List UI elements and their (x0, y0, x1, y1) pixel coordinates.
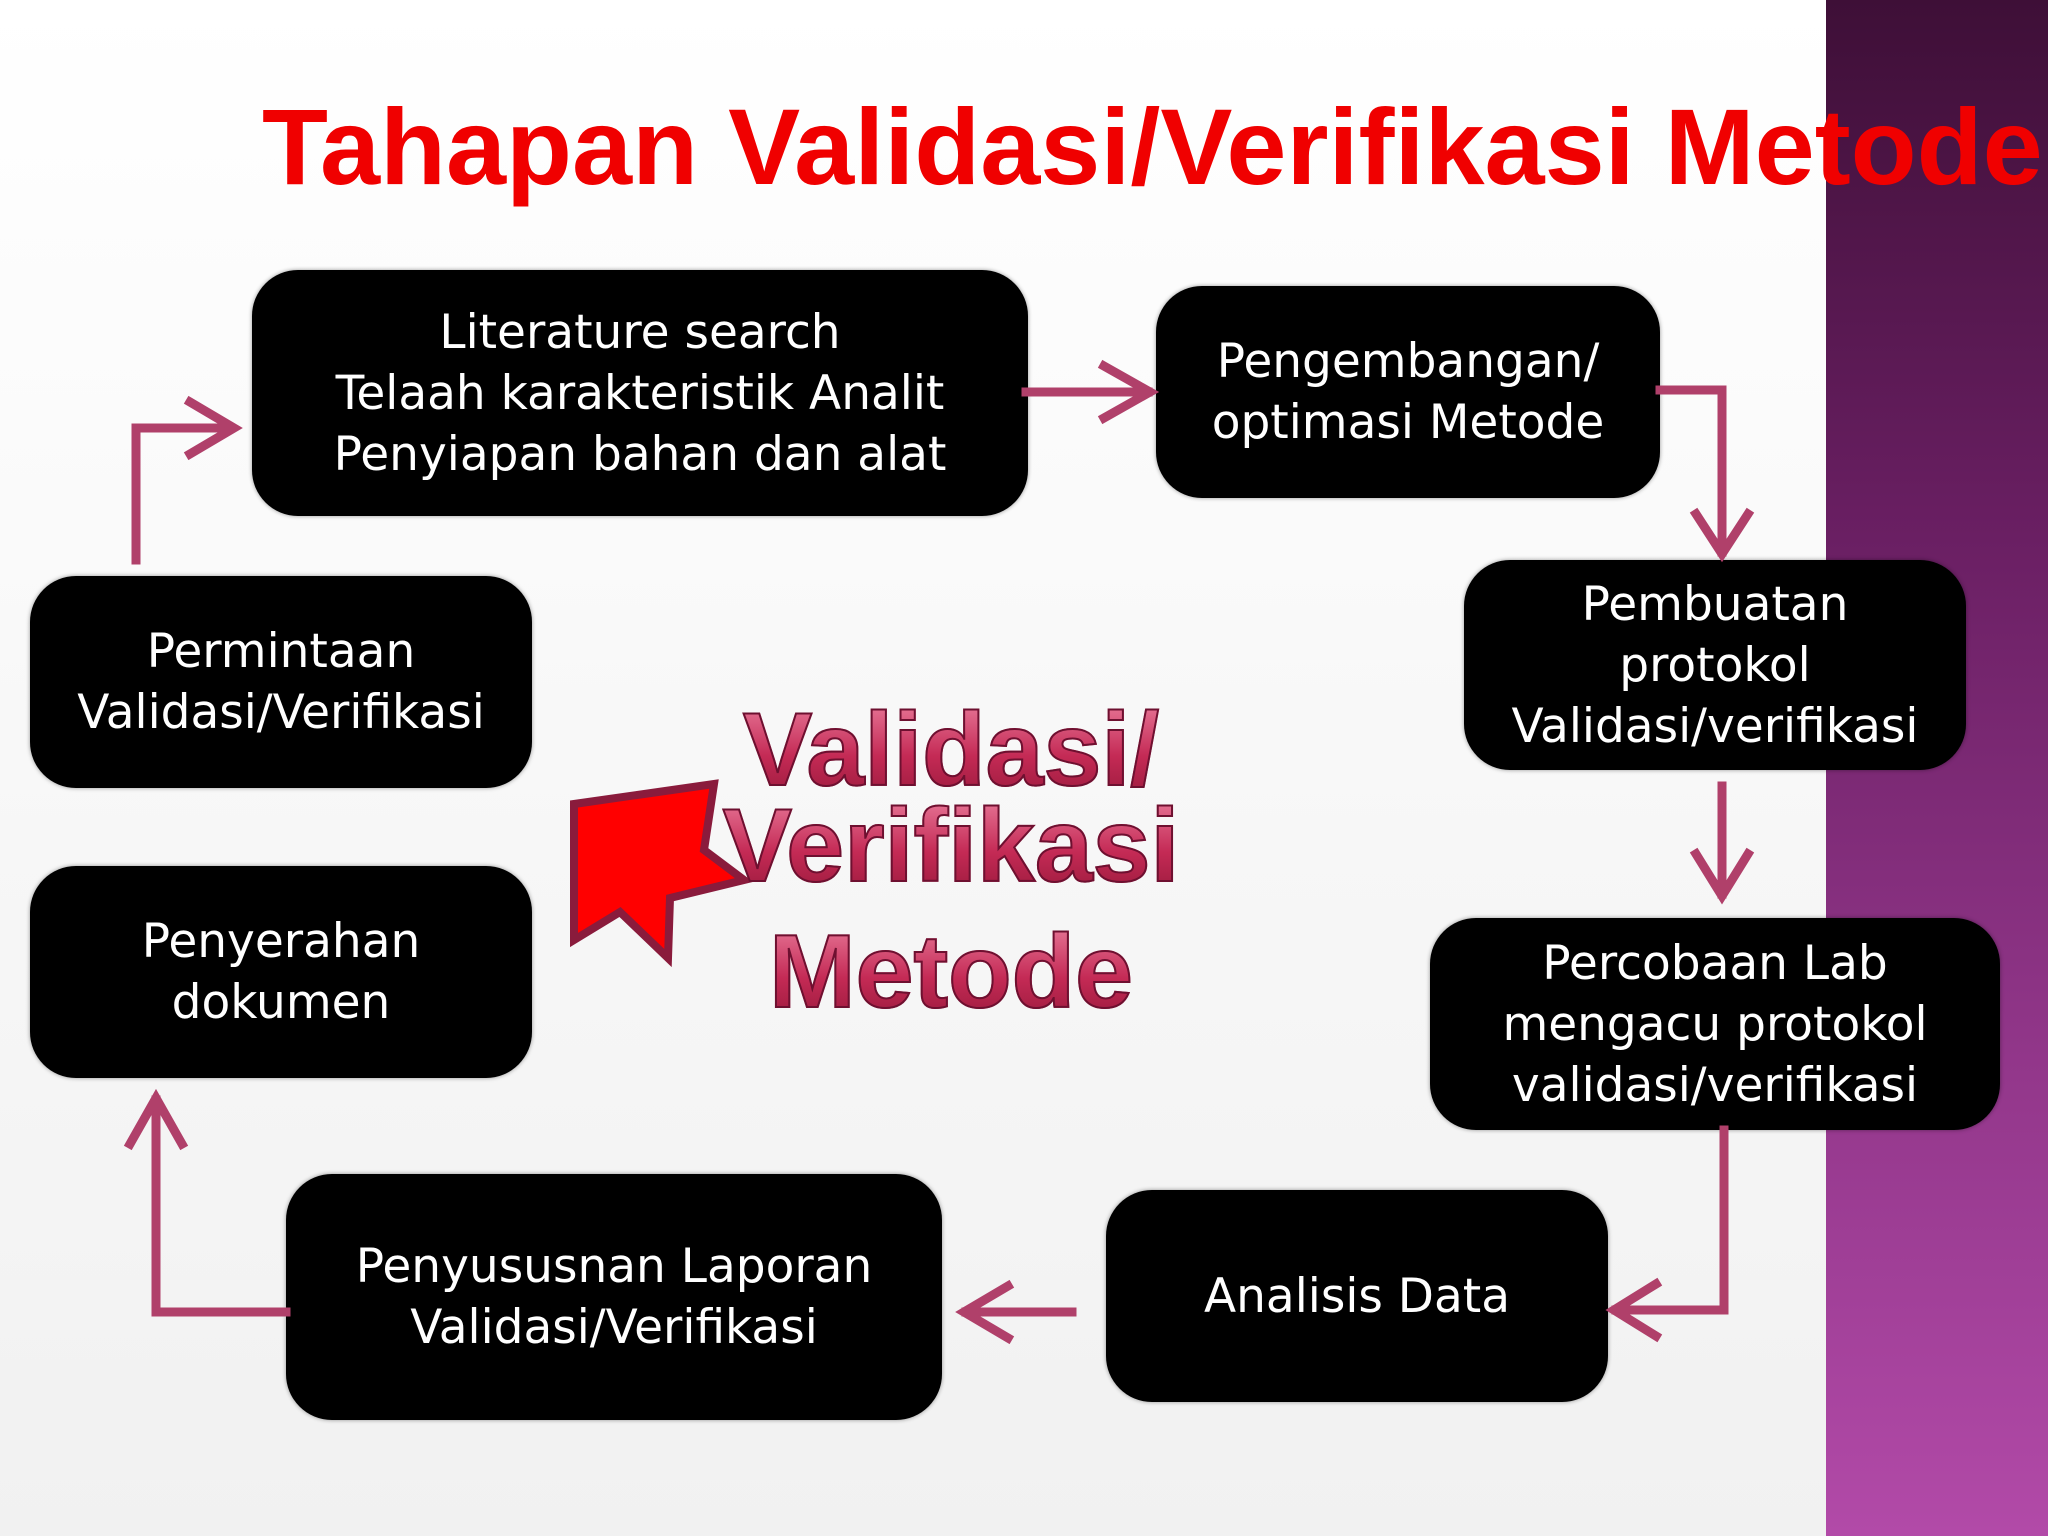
connector-pembuatan-to-percobaan (1689, 781, 1755, 905)
step-label-pembuatan: Pembuatan protokol Validasi/verifikasi (1511, 576, 1919, 754)
step-label-pengembangan: Pengembangan/ optimasi Metode (1211, 334, 1605, 450)
step-label-analisis: Analisis Data (1203, 1268, 1511, 1324)
step-box-literature: Literature search Telaah karakteristik A… (252, 270, 1028, 516)
step-box-penyusunan: Penyususnan Laporan Validasi/Verifikasi (286, 1174, 942, 1420)
step-box-analisis: Analisis Data (1106, 1190, 1608, 1402)
step-box-penyerahan: Penyerahan dokumen (30, 866, 532, 1078)
connector-percobaan-to-analisis (1605, 1125, 1729, 1343)
step-box-pengembangan: Pengembangan/ optimasi Metode (1156, 286, 1660, 498)
center-label-line-3: Metode (746, 910, 1156, 1034)
center-label-line-1: Validasi/ (738, 688, 1164, 812)
connector-analisis-to-penyusunan (955, 1279, 1077, 1345)
slide-title: Tahapan Validasi/Verifikasi Metode (262, 86, 2043, 207)
step-label-penyusunan: Penyususnan Laporan Validasi/Verifikasi (355, 1239, 873, 1355)
step-label-percobaan: Percobaan Lab mengacu protokol validasi/… (1502, 935, 1928, 1113)
step-label-penyerahan: Penyerahan dokumen (141, 914, 421, 1030)
connector-pengembangan-to-pembuatan (1655, 385, 1755, 563)
connector-permintaan-to-literature (131, 395, 243, 565)
step-label-literature: Literature search Telaah karakteristik A… (333, 304, 947, 482)
step-label-permintaan: Permintaan Validasi/Verifikasi (77, 624, 485, 740)
step-box-percobaan: Percobaan Lab mengacu protokol validasi/… (1430, 918, 2000, 1130)
step-box-permintaan: Permintaan Validasi/Verifikasi (30, 576, 532, 788)
connector-penyusunan-to-penyerahan (123, 1088, 291, 1317)
connector-literature-to-pengembangan (1021, 359, 1160, 425)
center-label-line-2: Verifikasi (716, 784, 1186, 908)
starburst-arrow-icon (570, 779, 754, 968)
step-box-pembuatan: Pembuatan protokol Validasi/verifikasi (1464, 560, 1966, 770)
